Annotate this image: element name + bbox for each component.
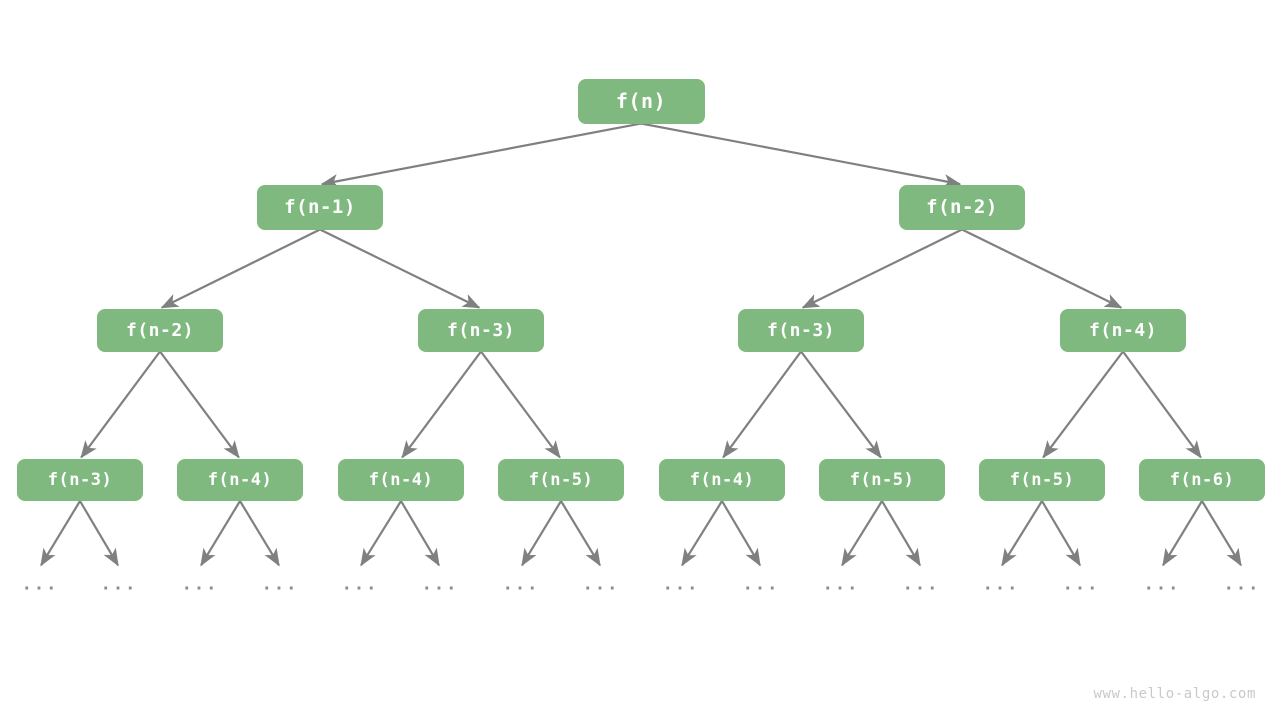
tree-edge [239,500,280,567]
tree-edge [200,500,241,567]
tree-edge [681,500,723,567]
tree-node-label: f(n-1) [284,196,356,218]
tree-edge [841,500,883,567]
tree-edge [961,228,1123,309]
tree-edge [722,350,802,459]
ellipsis-marker: ... [21,574,59,595]
ellipsis-marker: ... [1143,574,1181,595]
tree-edge [80,350,161,459]
tree-node-n5[interactable]: f(n-3) [738,308,864,352]
tree-edge [1042,350,1124,459]
ellipsis-marker: ... [1223,574,1261,595]
tree-edge [319,228,481,309]
tree-node-n9[interactable]: f(n-4) [338,459,464,501]
tree-edge [881,500,921,567]
tree-edge [1201,500,1242,567]
tree-node-n10[interactable]: f(n-5) [498,459,624,501]
tree-edge [160,228,321,309]
ellipsis-marker: ... [502,574,540,595]
ellipsis-marker: ... [421,574,459,595]
ellipsis-marker: ... [982,574,1020,595]
tree-edge [79,500,119,567]
tree-node-n8[interactable]: f(n-4) [177,459,303,501]
tree-node-n11[interactable]: f(n-4) [659,459,785,501]
tree-edge [320,122,642,189]
tree-edge [800,350,882,459]
tree-node-label: f(n-4) [207,470,273,490]
ellipsis-marker: ... [742,574,780,595]
tree-edge [1041,500,1081,567]
tree-edge [480,350,561,459]
tree-node-n14[interactable]: f(n-6) [1139,459,1265,501]
tree-edge [1122,350,1202,459]
ellipsis-marker: ... [662,574,700,595]
tree-edge [721,500,761,567]
tree-edge [159,350,240,459]
tree-node-label: f(n-2) [125,319,195,341]
tree-node-n6[interactable]: f(n-4) [1060,308,1186,352]
tree-node-label: f(n) [615,89,667,113]
ellipsis-marker: ... [181,574,219,595]
ellipsis-marker: ... [261,574,299,595]
tree-node-label: f(n-4) [689,470,755,490]
tree-edge [521,500,562,567]
tree-node-label: f(n-3) [766,319,836,341]
tree-node-n2[interactable]: f(n-2) [899,184,1025,230]
tree-edge [401,350,482,459]
tree-node-n13[interactable]: f(n-5) [979,459,1105,501]
tree-node-label: f(n-2) [926,196,998,218]
tree-node-label: f(n-3) [446,319,516,341]
tree-edge [1001,500,1043,567]
tree-edge [560,500,601,567]
watermark: www.hello-algo.com [1093,686,1256,702]
tree-edge [1162,500,1203,567]
ellipsis-marker: ... [902,574,940,595]
tree-node-label: f(n-3) [47,470,113,490]
ellipsis-marker: ... [582,574,620,595]
tree-node-n1[interactable]: f(n-1) [257,184,383,230]
tree-node-label: f(n-5) [849,470,915,490]
tree-edge [801,228,963,309]
tree-edge [640,122,962,189]
tree-node-n4[interactable]: f(n-3) [418,308,544,352]
tree-node-n12[interactable]: f(n-5) [819,459,945,501]
tree-node-label: f(n-5) [528,470,594,490]
tree-edge [40,500,81,567]
tree-node-label: f(n-6) [1169,470,1235,490]
ellipsis-marker: ... [341,574,379,595]
ellipsis-marker: ... [822,574,860,595]
ellipsis-marker: ... [100,574,138,595]
tree-node-n7[interactable]: f(n-3) [17,459,143,501]
tree-node-n0[interactable]: f(n) [577,78,705,124]
tree-node-n3[interactable]: f(n-2) [97,308,223,352]
ellipsis-marker: ... [1062,574,1100,595]
tree-node-label: f(n-4) [1088,319,1158,341]
tree-edge [360,500,402,567]
tree-edge [400,500,440,567]
tree-node-label: f(n-5) [1009,470,1075,490]
tree-node-label: f(n-4) [368,470,434,490]
